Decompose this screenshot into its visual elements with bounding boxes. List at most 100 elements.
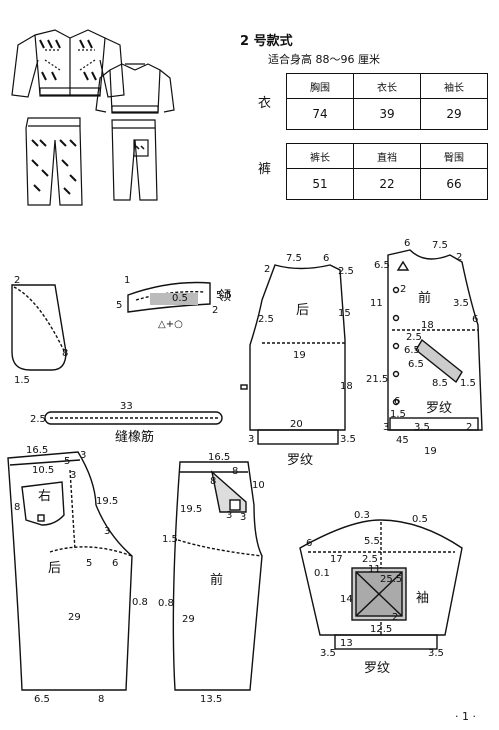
pants-table-label: 裤 xyxy=(258,162,272,177)
collar-dim: 2 xyxy=(212,305,218,316)
back-pants-dim: 10.5 xyxy=(32,465,54,476)
front-pants-dim: 13.5 xyxy=(200,694,222,705)
top-value-cell: 29 xyxy=(420,98,488,130)
front-dim: 3 xyxy=(383,422,389,433)
back-pants-dim: 29 xyxy=(68,612,81,623)
front-dim: 2 xyxy=(466,422,472,433)
back-dim: 19 xyxy=(293,350,306,361)
sleeve-dim: 3.5 xyxy=(428,648,444,659)
sleeve-label: 袖 xyxy=(416,591,429,606)
pants-front-illustration xyxy=(25,117,83,206)
front-dim: 21.5 xyxy=(366,374,388,385)
front-pants-dim: 3 xyxy=(226,510,232,521)
front-dim: 6 xyxy=(394,396,400,407)
top-value-cell: 74 xyxy=(286,98,354,130)
sleeve-dim: 14 xyxy=(340,594,353,605)
front-dim: 2 xyxy=(456,252,462,263)
sleeve-dim: 17 xyxy=(330,554,343,565)
sleeve-dim: 6 xyxy=(306,538,312,549)
front-pants-dim: 16.5 xyxy=(208,452,230,463)
front-dim: 6 xyxy=(472,314,478,325)
sleeve-pattern xyxy=(299,519,463,650)
front-rib-label: 罗纹 xyxy=(426,401,452,416)
back-pants-pattern xyxy=(7,451,133,691)
top-measurement-table: 胸围 衣长 袖长 74 39 29 xyxy=(286,73,488,130)
sleeve-dim: 3.5 xyxy=(320,648,336,659)
sleeve-dim: 12.5 xyxy=(370,624,392,635)
sleeve-dim: 0.1 xyxy=(314,568,330,579)
style-title: 2 号款式 xyxy=(240,34,293,49)
front-dim: 6.5 xyxy=(404,345,420,356)
front-pants-dim: 29 xyxy=(182,614,195,625)
collar-note: △+○ xyxy=(158,319,183,330)
back-dim: 7.5 xyxy=(286,253,302,264)
back-label: 后 xyxy=(296,303,309,318)
height-range: 适合身高 88～96 厘米 xyxy=(268,53,380,66)
back-dim: 2.5 xyxy=(338,266,354,277)
front-dim: 8.5 xyxy=(432,378,448,389)
sleeve-dim: 2 xyxy=(392,612,398,623)
back-dim: 18 xyxy=(340,381,353,392)
front-pants-dim: 0.8 xyxy=(158,598,174,609)
back-pants-dim: 8 xyxy=(98,694,104,705)
front-body-pattern xyxy=(387,249,483,431)
back-dim: 20 xyxy=(290,419,303,430)
back-dim: 3.5 xyxy=(340,434,356,445)
pants-measurement-table: 裤长 直裆 臀围 51 22 66 xyxy=(286,143,488,200)
sleeve-dim: 13 xyxy=(340,638,353,649)
front-pants-dim: 8 xyxy=(232,466,238,477)
back-pants-pocket-label: 右 xyxy=(38,489,51,504)
front-pants-dim: 19.5 xyxy=(180,504,202,515)
back-pants-dim: 3 xyxy=(80,450,86,461)
back-pants-dim: 3 xyxy=(70,470,76,481)
back-pants-dim: 16.5 xyxy=(26,445,48,456)
sleeve-rib-label: 罗纹 xyxy=(364,661,390,676)
back-pants-dim: 5 xyxy=(86,558,92,569)
front-dim: 45 xyxy=(396,435,409,446)
front-dim: 3.5 xyxy=(414,422,430,433)
front-dim: 1.5 xyxy=(390,409,406,420)
pants-value-cell: 51 xyxy=(286,168,354,200)
back-pants-dim: 8 xyxy=(14,502,20,513)
front-label: 前 xyxy=(418,290,431,306)
front-dim: 3.5 xyxy=(453,298,469,309)
top-value-cell: 39 xyxy=(353,98,421,130)
sleeve-dim: 0.3 xyxy=(354,510,370,521)
front-pants-dim: 8 xyxy=(210,476,216,487)
back-dim: 2 xyxy=(264,264,270,275)
sleeve-dim: 2.5 xyxy=(362,554,378,565)
sleeve-dim: 0.5 xyxy=(412,514,428,525)
back-pants-dim: 5 xyxy=(64,456,70,467)
collar-dim: 0.5 xyxy=(172,293,188,304)
collar-dim: 5.5 xyxy=(216,290,232,301)
pants-header-cell: 臀围 xyxy=(420,143,488,169)
front-dim: 6.5 xyxy=(374,260,390,271)
pocket-flap-dim: 8 xyxy=(62,348,68,359)
pants-value-cell: 66 xyxy=(420,168,488,200)
back-dim: 2.5 xyxy=(258,314,274,325)
sleeve-dim: 11 xyxy=(368,564,381,575)
pocket-flap-pattern xyxy=(11,284,67,371)
page-number: · 1 · xyxy=(455,710,476,723)
collar-dim: 1 xyxy=(124,275,130,286)
top-table-label: 衣 xyxy=(258,96,272,111)
pants-back-illustration xyxy=(111,119,158,201)
front-pants-dim: 3 xyxy=(240,512,246,523)
back-rib-label: 罗纹 xyxy=(287,453,313,468)
waistband-dim: 33 xyxy=(120,401,133,412)
back-pants-dim: 0.8 xyxy=(132,597,148,608)
front-dim: 6 xyxy=(404,238,410,249)
front-pants-dim: 1.5 xyxy=(162,534,178,545)
top-header-cell: 袖长 xyxy=(420,73,488,99)
back-dim: 15 xyxy=(338,308,351,319)
front-dim: 2.5 xyxy=(406,332,422,343)
jacket-front-illustration xyxy=(11,29,125,98)
back-pants-dim: 3 xyxy=(104,526,110,537)
pants-header-cell: 直裆 xyxy=(353,143,421,169)
pocket-flap-dim: 1.5 xyxy=(14,375,30,386)
back-dim: 3 xyxy=(248,434,254,445)
collar-dim: 5 xyxy=(116,300,122,311)
waistband-dim: 2.5 xyxy=(30,414,46,425)
